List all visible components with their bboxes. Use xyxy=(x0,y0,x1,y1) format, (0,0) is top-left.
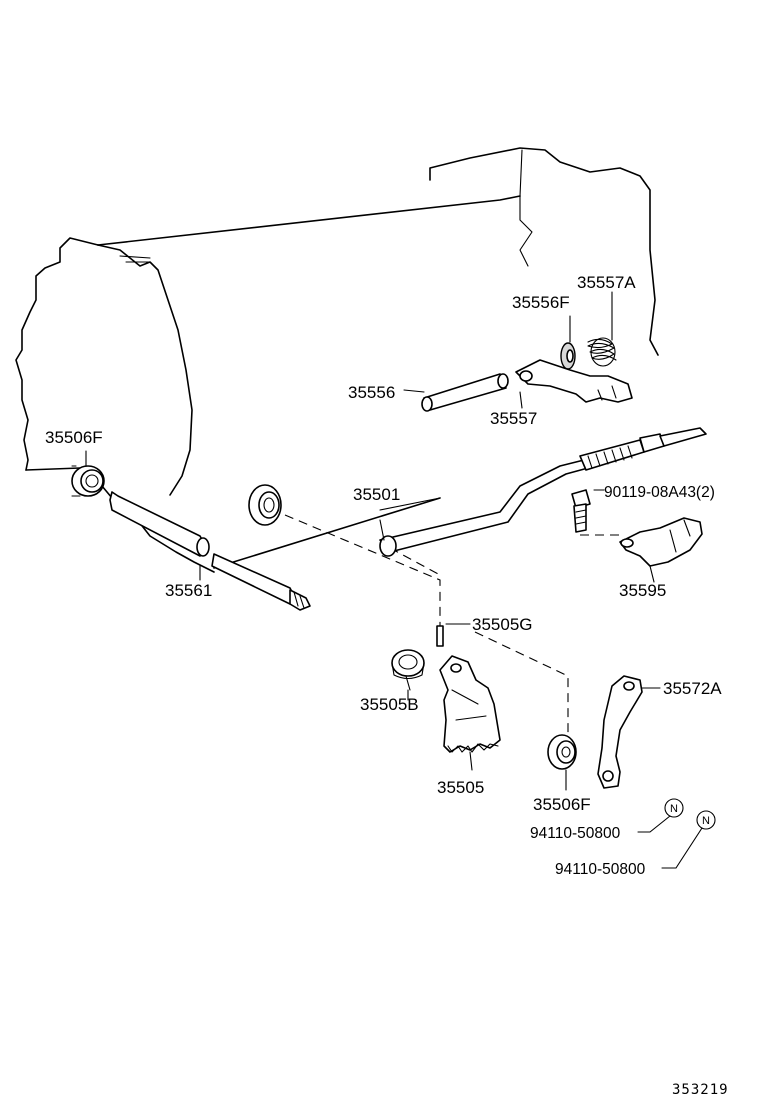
label-35572A: 35572A xyxy=(663,679,722,698)
transmission-housing xyxy=(15,147,659,573)
pin-35556 xyxy=(403,373,509,412)
label-35556F: 35556F xyxy=(512,293,570,312)
shaft-35561 xyxy=(109,491,311,611)
pin-35505G xyxy=(436,625,444,647)
label-35561: 35561 xyxy=(165,581,212,600)
washer-35556F xyxy=(560,342,576,370)
bracket-35595 xyxy=(619,517,703,567)
label-35557: 35557 xyxy=(490,409,537,428)
n-badge-b: N xyxy=(661,810,716,869)
n-badge-b-text: N xyxy=(702,815,710,827)
label-35505: 35505 xyxy=(437,778,484,797)
leader-lines xyxy=(379,291,655,701)
label-35595: 35595 xyxy=(619,581,666,600)
seal-35506F-lower xyxy=(547,734,577,791)
diagram-id: 353219 xyxy=(672,1082,729,1098)
detent-plate-35505 xyxy=(439,655,501,771)
lever-35572A xyxy=(597,675,661,789)
seal-35506F-upper xyxy=(71,450,105,497)
seal-center xyxy=(248,484,282,526)
label-35501: 35501 xyxy=(353,485,400,504)
bushing-35505B xyxy=(391,649,425,691)
label-35505G: 35505G xyxy=(472,615,533,634)
label-94110-b: 94110-50800 xyxy=(555,861,646,878)
label-35557A: 35557A xyxy=(577,273,636,292)
label-35556: 35556 xyxy=(348,383,395,402)
label-94110-a: 94110-50800 xyxy=(530,825,621,842)
label-35505B: 35505B xyxy=(360,695,419,714)
lever-35557 xyxy=(515,359,633,403)
label-35506F-upper: 35506F xyxy=(45,428,103,447)
n-badge-a: N xyxy=(637,798,684,833)
label-35506F-lower: 35506F xyxy=(533,795,591,814)
label-90119: 90119-08A43(2) xyxy=(604,484,715,501)
bolt-90119 xyxy=(571,489,591,533)
n-badge-a-text: N xyxy=(670,803,678,815)
assembly-lines xyxy=(284,514,620,735)
rod-35501 xyxy=(379,427,707,557)
spring-35557A xyxy=(587,337,617,367)
